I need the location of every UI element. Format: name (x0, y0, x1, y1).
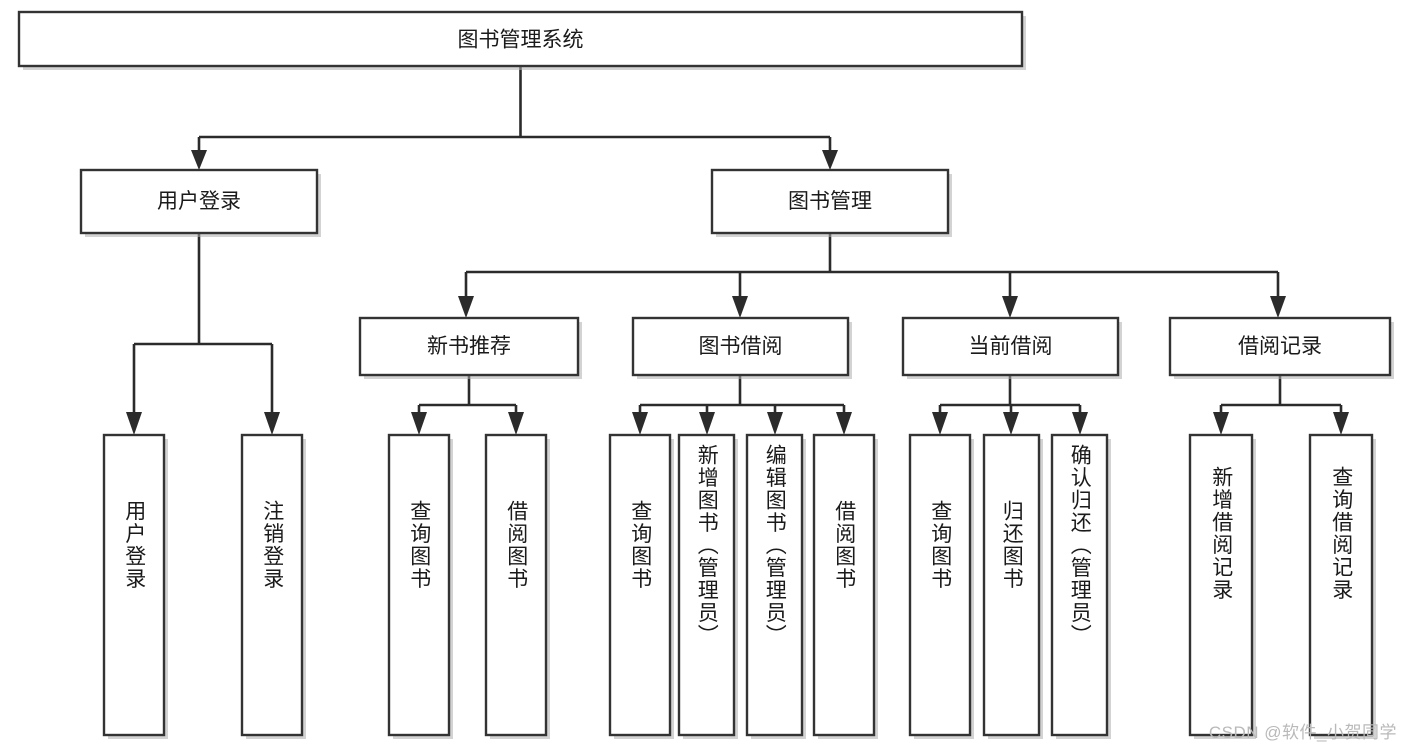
root-label: 图书管理系统 (458, 29, 584, 52)
arrow-borrow-leaf1 (632, 412, 648, 435)
new-book-recommend-label: 新书推荐 (427, 335, 511, 358)
arrow-borrow-leaf4 (836, 412, 852, 435)
node-user-login[interactable]: 用户登录 (79, 168, 321, 237)
leaf-query-book-3-box[interactable] (908, 433, 972, 737)
leaf-return-book-box[interactable] (982, 433, 1041, 737)
leaf-borrow-book-1-box[interactable] (484, 433, 548, 737)
node-book-manage[interactable]: 图书管理 (710, 168, 952, 237)
borrow-record-box[interactable] (1168, 316, 1392, 377)
book-borrow-label: 图书借阅 (699, 335, 783, 358)
leaf-user-login-box[interactable] (102, 433, 166, 737)
leaf-add-record-box[interactable] (1188, 433, 1254, 737)
arrow-recommend-leaf2 (508, 412, 524, 435)
arrow-current-leaf2 (1003, 412, 1019, 435)
current-borrow-label: 当前借阅 (969, 335, 1053, 358)
leaf-borrow-book-2-box[interactable] (812, 433, 876, 737)
node-borrow-record[interactable]: 借阅记录 (1168, 316, 1394, 379)
arrow-recommend-leaf1 (411, 412, 427, 435)
csdn-watermark: CSDN @软件_小贺同学 (1208, 723, 1397, 742)
borrow-record-label: 借阅记录 (1238, 335, 1322, 358)
new-book-recommend-box[interactable] (358, 316, 580, 377)
arrow-record-leaf1 (1213, 412, 1229, 435)
arrow-bm-to-record (1270, 296, 1286, 318)
current-borrow-box[interactable] (901, 316, 1120, 377)
book-borrow-box[interactable] (631, 316, 850, 377)
arrow-borrow-leaf3 (767, 412, 783, 435)
node-new-book-recommend[interactable]: 新书推荐 (358, 316, 582, 379)
book-manage-label: 图书管理 (788, 190, 872, 213)
user-login-box[interactable] (79, 168, 319, 235)
arrow-current-leaf3 (1072, 412, 1088, 435)
leaf-user-logout-box[interactable] (240, 433, 304, 737)
arrow-borrow-leaf2 (699, 412, 715, 435)
user-login-label: 用户登录 (157, 190, 241, 213)
leaf-boxes-layer (102, 433, 1376, 739)
leaf-query-book-1-box[interactable] (387, 433, 451, 737)
arrow-bm-to-recommend (458, 296, 474, 318)
arrow-root-to-book-manage (822, 150, 838, 170)
leaf-add-book-box[interactable] (677, 433, 736, 737)
arrow-current-leaf1 (932, 412, 948, 435)
node-root[interactable]: 图书管理系统 (17, 10, 1026, 70)
leaf-query-book-2-box[interactable] (608, 433, 672, 737)
arrow-bm-to-current (1002, 296, 1018, 318)
arrow-user-login-leaf1 (126, 412, 142, 435)
arrow-bm-to-borrow (732, 296, 748, 318)
leaf-confirm-return-box[interactable] (1050, 433, 1109, 737)
arrow-root-to-user-login (191, 150, 207, 170)
leaf-edit-book-box[interactable] (745, 433, 804, 737)
node-current-borrow[interactable]: 当前借阅 (901, 316, 1122, 379)
arrow-record-leaf2 (1333, 412, 1349, 435)
root-box[interactable] (17, 10, 1024, 68)
arrow-user-login-leaf2 (264, 412, 280, 435)
leaf-query-record-box[interactable] (1308, 433, 1374, 737)
connectors-layer (126, 66, 1349, 435)
node-book-borrow[interactable]: 图书借阅 (631, 316, 852, 379)
book-manage-box[interactable] (710, 168, 950, 235)
